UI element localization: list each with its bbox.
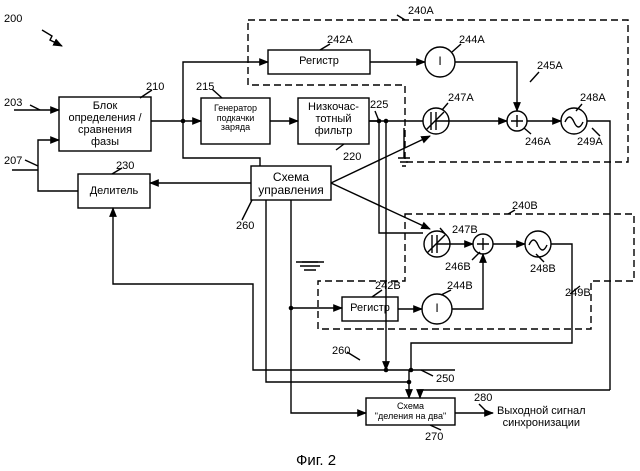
charge-pump-label: Генератор подкачки заряда bbox=[201, 104, 270, 133]
ref-280: 280 bbox=[474, 393, 492, 404]
output-label: Выходной сигнал синхронизации bbox=[497, 405, 586, 429]
ref-260-bus: 260 bbox=[332, 346, 350, 357]
ref-203: 203 bbox=[4, 98, 22, 109]
ref-230: 230 bbox=[116, 161, 134, 172]
register-b-label: Регистр bbox=[342, 303, 398, 315]
ref-270: 270 bbox=[425, 432, 443, 443]
divider-label: Делитель bbox=[78, 186, 150, 198]
ref-249a: 249A bbox=[577, 137, 603, 148]
ref-248b: 248B bbox=[530, 264, 556, 275]
ref-248a: 248A bbox=[580, 93, 606, 104]
ref-247b: 247B bbox=[452, 225, 478, 236]
integrator-b-label: I bbox=[430, 302, 444, 315]
ref-225: 225 bbox=[370, 100, 388, 111]
ref-246b: 246B bbox=[445, 262, 471, 273]
control-circuit-label: Схема управления bbox=[251, 171, 331, 197]
ref-200: 200 bbox=[4, 14, 22, 25]
ref-215: 215 bbox=[196, 82, 214, 93]
ref-220: 220 bbox=[343, 152, 361, 163]
div2-label: Схема "деления на два" bbox=[366, 402, 455, 421]
ref-245a: 245A bbox=[537, 61, 563, 72]
ref-250: 250 bbox=[436, 374, 454, 385]
lowpass-filter-label: Низкочас- тотный фильтр bbox=[298, 102, 369, 138]
ref-249b: 249B bbox=[565, 288, 591, 299]
figure-caption: Фиг. 2 bbox=[296, 453, 336, 468]
ref-242b: 242B bbox=[375, 281, 401, 292]
ref-210: 210 bbox=[146, 82, 164, 93]
ref-240a: 240A bbox=[408, 6, 434, 17]
register-a-label: Регистр bbox=[268, 56, 370, 68]
ref-244a: 244A bbox=[459, 35, 485, 46]
ref-244b: 244B bbox=[447, 281, 473, 292]
ref-240b: 240B bbox=[512, 201, 538, 212]
ref-260-control: 260 bbox=[236, 221, 254, 232]
phase-detector-label: Блок определения / сравнения фазы bbox=[59, 101, 151, 149]
integrator-a-label: I bbox=[433, 55, 447, 68]
ref-242a: 242A bbox=[327, 35, 353, 46]
ref-207: 207 bbox=[4, 156, 22, 167]
ref-247a: 247A bbox=[448, 93, 474, 104]
ref-246a: 246A bbox=[525, 137, 551, 148]
